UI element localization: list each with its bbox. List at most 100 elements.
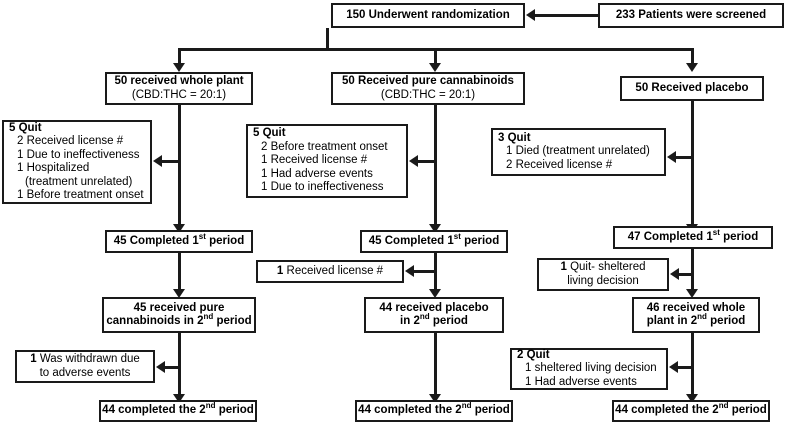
arrowhead-arm-whole-plant	[173, 63, 185, 72]
arrowhead-completed1-whole-plant	[173, 224, 185, 233]
connector-placebo-trunk	[691, 101, 694, 228]
quit-whole-plant-item-0: 2 Received license #	[17, 135, 124, 147]
arrowhead-completed1-pure	[429, 224, 441, 233]
connector-period2-whole-to-quit2	[678, 366, 694, 369]
completed1-placebo-label: 47 Completed 1st period	[627, 227, 759, 243]
quit-whole-plant-item-1: 1 Due to ineffectiveness	[17, 148, 140, 161]
node-arm-pure-line2: (CBD:THC = 20:1)	[380, 88, 476, 101]
node-completed2-left: 44 completed the 2nd period	[99, 400, 257, 422]
period2-pure-line1: 45 received pure	[133, 301, 225, 314]
connector-completed1-whole-plant-trunk	[178, 253, 181, 293]
node-period2-pure-cannabinoids: 45 received pure cannabinoids in 2nd per…	[102, 297, 256, 333]
connector-period2-whole-trunk	[691, 333, 694, 398]
connector-placebo-to-sheltered	[679, 273, 693, 276]
node-arm-pure-cannabinoids: 50 Received pure cannabinoids (CBD:THC =…	[331, 72, 525, 105]
connector-placebo-to-quit	[676, 156, 694, 159]
quit2-right-item-0: 1 sheltered living decision	[525, 362, 657, 375]
arrowhead-completed2-left	[173, 394, 185, 403]
connector-randomized-stem	[326, 28, 329, 50]
period2-whole-line2: plant in 2nd period	[646, 312, 746, 327]
quit-whole-plant-item-3: (treatment unrelated)	[25, 175, 133, 188]
arrowhead-arm-pure	[429, 63, 441, 72]
node-arm-whole-plant-line2: (CBD:THC = 20:1)	[131, 88, 227, 101]
quit-sheltered-line2: living decision	[567, 274, 639, 287]
node-screened-label: 233 Patients were screened	[615, 8, 767, 21]
quit-pure-item-0: 2 Before treatment onset	[261, 140, 388, 153]
node-completed1-pure: 45 Completed 1st period	[360, 230, 508, 253]
node-quit-placebo: 3 Quit 1 Died (treatment unrelated) 2 Re…	[491, 128, 666, 176]
arrowhead-quit-placebo	[667, 151, 676, 163]
completed2-right-label: 44 completed the 2nd period	[615, 401, 767, 417]
quit-placebo-item-1: 2 Received license #	[506, 158, 613, 171]
arrowhead-withdrawn-adverse-events	[156, 361, 165, 373]
node-randomized: 150 Underwent randomization	[331, 3, 525, 28]
connector-period2-pure-trunk	[178, 333, 181, 398]
node-quit-pure-cannabinoids: 5 Quit 2 Before treatment onset 1 Receiv…	[246, 124, 408, 198]
quit-pure-item-1: 1 Received license #	[261, 154, 368, 167]
completed2-left-label: 44 completed the 2nd period	[102, 401, 254, 417]
arrowhead-quit-whole-plant	[153, 155, 162, 167]
node-quit-sheltered: 1 Quit- sheltered living decision	[537, 258, 669, 291]
connector-drop-pure	[434, 48, 437, 66]
connector-completed1-pure-trunk	[434, 253, 437, 293]
connector-period2-placebo-trunk	[434, 333, 437, 398]
arrowhead-screened-to-randomized	[526, 9, 535, 21]
node-arm-whole-plant-line1: 50 received whole plant	[114, 75, 244, 87]
connector-completed1-placebo-trunk	[691, 249, 694, 293]
quit2-right-header: 2 Quit	[517, 348, 550, 361]
quit-pure-item-3: 1 Due to ineffectiveness	[261, 181, 384, 194]
quit-whole-plant-item-2: 1 Hospitalized	[17, 162, 90, 174]
quit-whole-plant-item-4: 1 Before treatment onset	[17, 189, 144, 201]
connector-whole-plant-trunk	[178, 105, 181, 228]
node-quit-whole-plant: 5 Quit 2 Received license # 1 Due to ine…	[2, 120, 152, 204]
arrowhead-received-license-mid	[405, 265, 414, 277]
connector-pure-trunk	[434, 105, 437, 228]
quit-pure-item-2: 1 Had adverse events	[261, 167, 373, 180]
node-completed1-placebo: 47 Completed 1st period	[613, 226, 773, 249]
connector-drop-whole-plant	[178, 48, 181, 66]
arrowhead-arm-placebo	[686, 63, 698, 72]
node-period2-placebo: 44 received placebo in 2nd period	[364, 297, 504, 333]
arrowhead-quit-sheltered	[670, 268, 679, 280]
node-completed1-whole-plant: 45 Completed 1st period	[105, 230, 253, 253]
node-arm-pure-line1: 50 Received pure cannabinoids	[342, 75, 514, 87]
period2-placebo-line2: in 2nd period	[400, 312, 468, 327]
node-quit2-right: 2 Quit 1 sheltered living decision 1 Had…	[510, 348, 668, 390]
quit-pure-header: 5 Quit	[253, 127, 286, 140]
connector-whole-plant-to-quit	[162, 160, 180, 163]
node-completed2-right: 44 completed the 2nd period	[612, 400, 770, 422]
completed1-pure-label: 45 Completed 1st period	[368, 231, 500, 247]
node-arm-whole-plant: 50 received whole plant (CBD:THC = 20:1)	[105, 72, 253, 105]
period2-placebo-line1: 44 received placebo	[379, 301, 489, 314]
node-completed2-center: 44 completed the 2nd period	[355, 400, 513, 422]
node-received-license-mid: 1 Received license #	[256, 260, 404, 283]
node-arm-placebo: 50 Received placebo	[620, 76, 764, 101]
connector-pure-to-quit	[418, 160, 436, 163]
quit-placebo-item-0: 1 Died (treatment unrelated)	[506, 145, 650, 158]
arrowhead-quit2-right	[669, 361, 678, 373]
withdrawn-line2: to adverse events	[39, 366, 131, 379]
withdrawn-line1: 1 Was withdrawn due	[30, 353, 140, 365]
node-arm-placebo-line1: 50 Received placebo	[635, 81, 749, 94]
connector-screened-to-randomized	[534, 14, 598, 17]
received-license-mid-label: 1 Received license #	[276, 264, 384, 277]
arrowhead-completed2-right	[686, 394, 698, 403]
completed1-whole-plant-label: 45 Completed 1st period	[113, 231, 245, 247]
connector-pure-to-license	[414, 270, 436, 273]
node-period2-whole-plant: 46 received whole plant in 2nd period	[632, 297, 760, 333]
node-screened: 233 Patients were screened	[598, 3, 784, 28]
quit-sheltered-line1: 1 Quit- sheltered	[560, 261, 646, 273]
arrowhead-quit-pure	[409, 155, 418, 167]
period2-whole-line1: 46 received whole	[646, 301, 746, 314]
node-randomized-label: 150 Underwent randomization	[346, 8, 510, 21]
node-withdrawn-adverse-events: 1 Was withdrawn due to adverse events	[15, 350, 155, 383]
quit-placebo-header: 3 Quit	[498, 131, 531, 144]
connector-drop-placebo	[691, 48, 694, 66]
quit-whole-plant-header: 5 Quit	[9, 121, 42, 134]
arrowhead-period2-pure	[173, 289, 185, 298]
completed2-center-label: 44 completed the 2nd period	[358, 401, 510, 417]
period2-pure-line2: cannabinoids in 2nd period	[106, 312, 252, 327]
arrowhead-period2-placebo	[429, 289, 441, 298]
arrowhead-period2-whole-plant	[686, 289, 698, 298]
